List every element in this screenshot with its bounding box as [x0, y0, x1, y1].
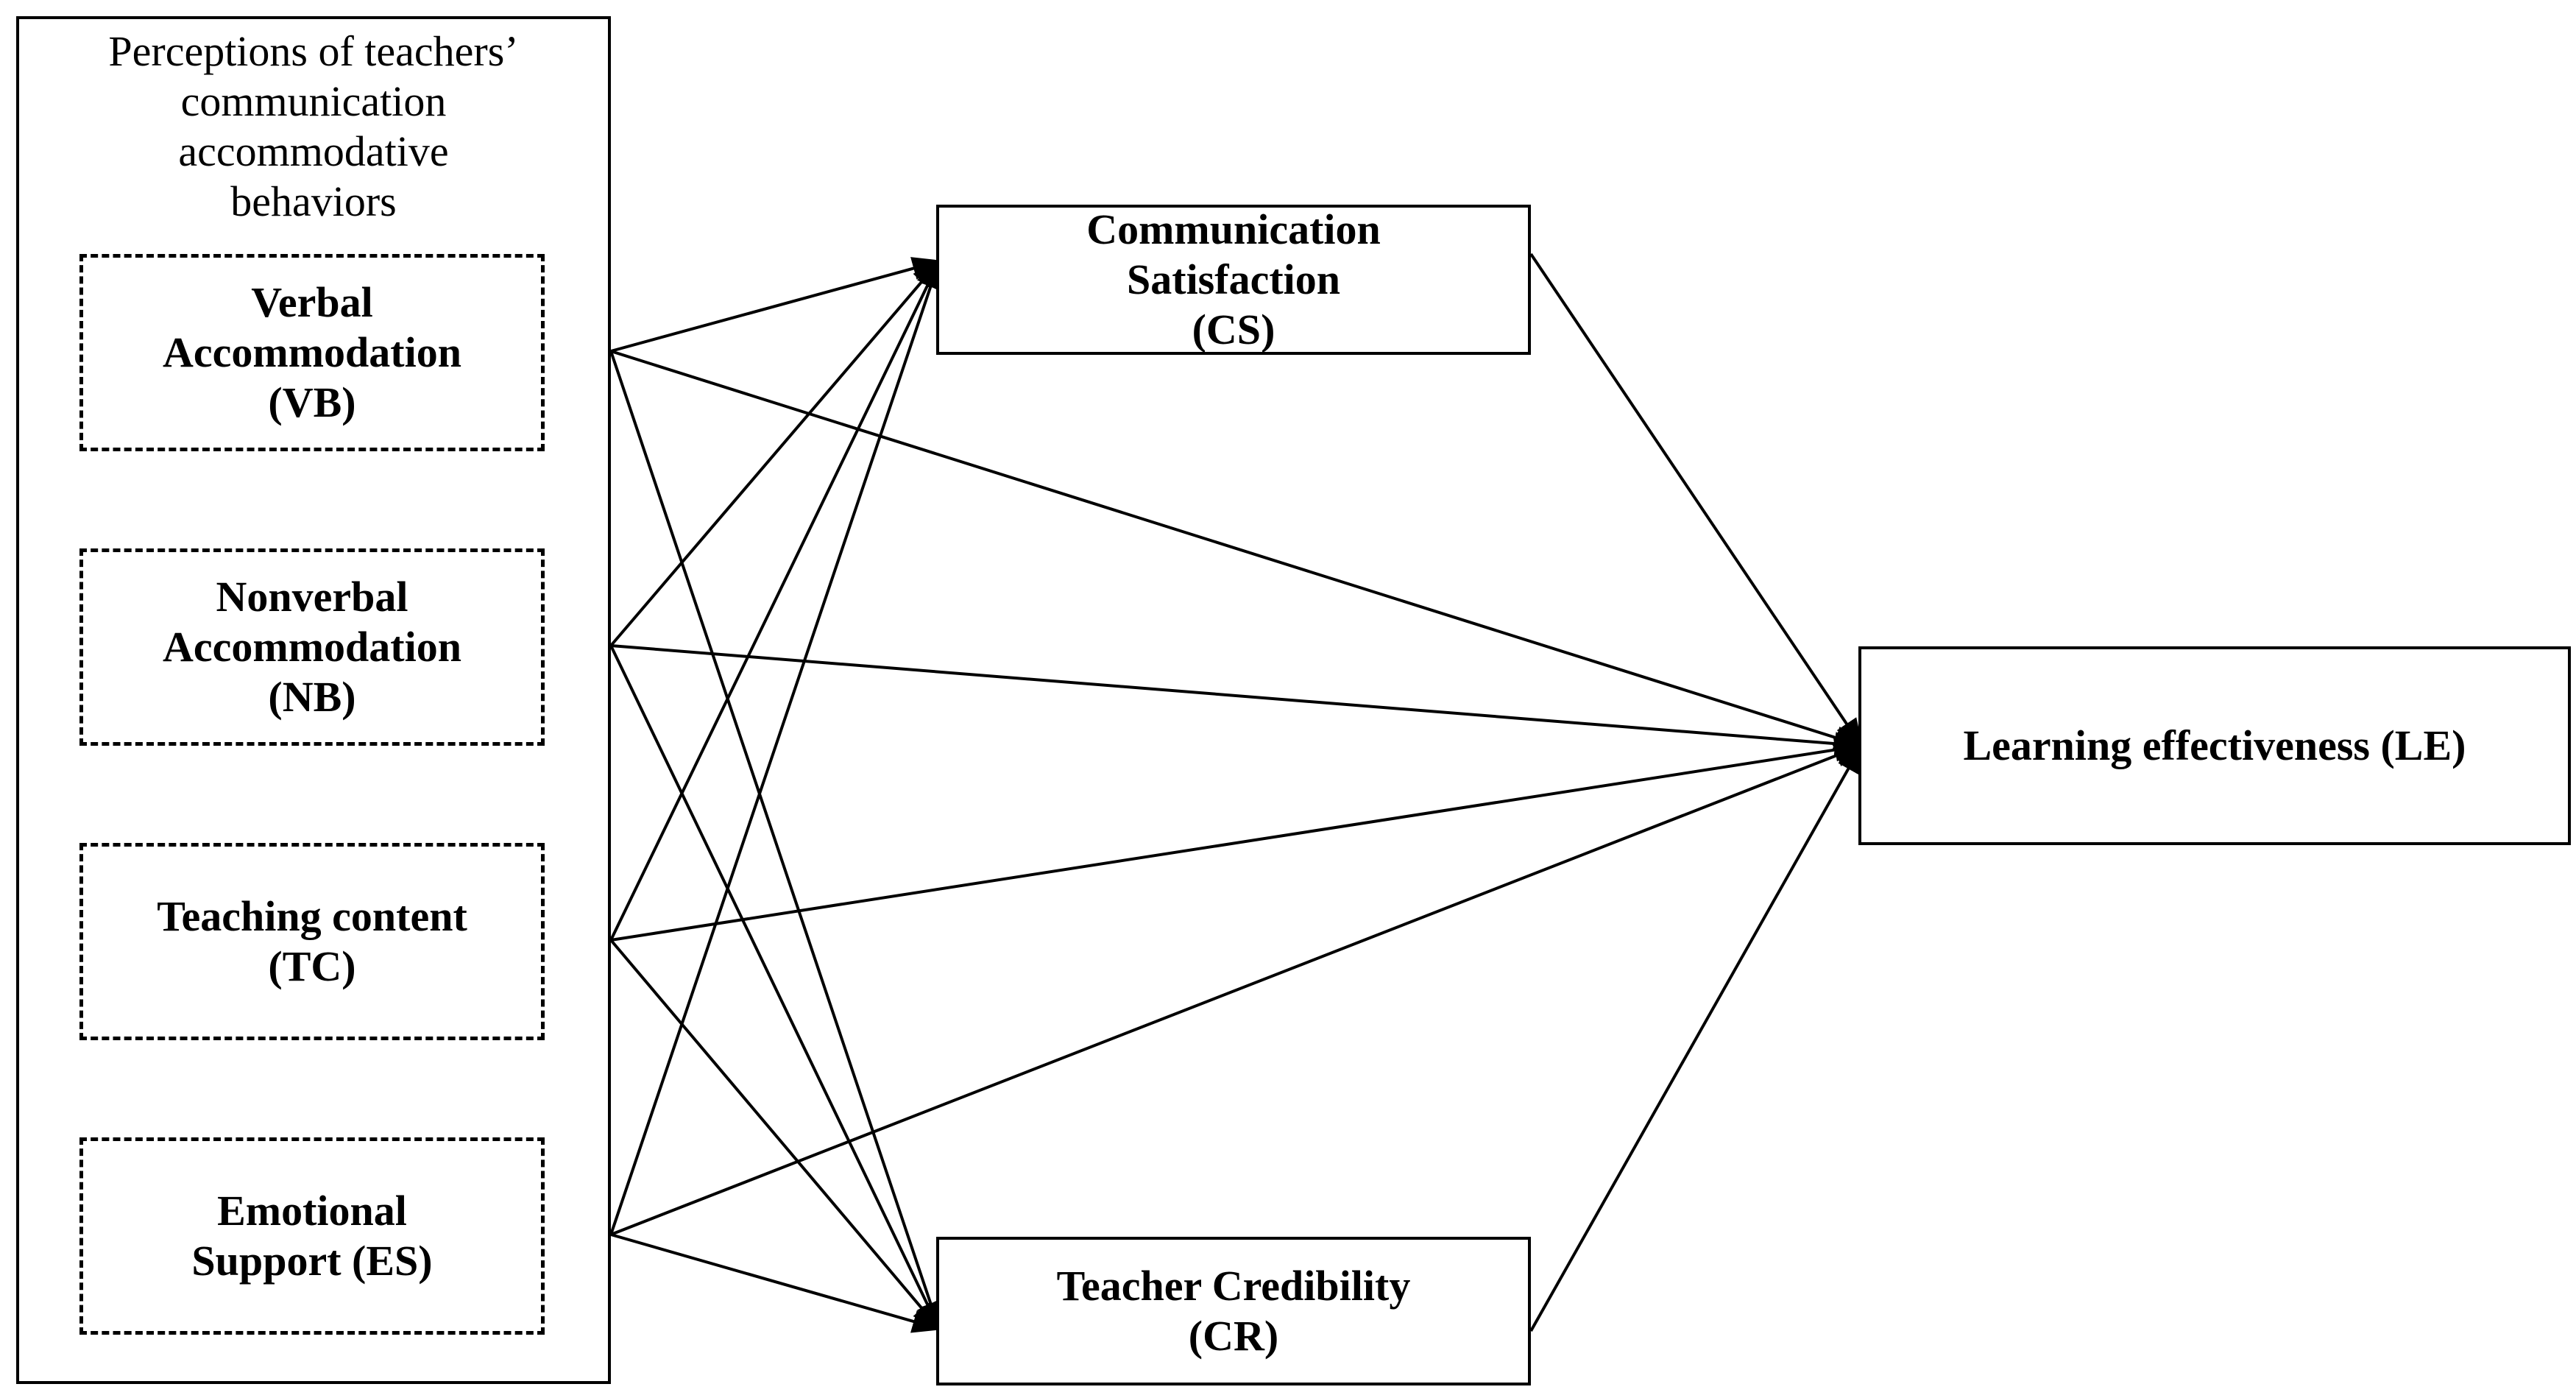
- node-emotional-support: Emotional Support (ES): [79, 1137, 545, 1335]
- node-label-line: (NB): [268, 673, 356, 721]
- node-label-line: Satisfaction: [1127, 255, 1340, 303]
- node-label-line: Accommodation: [163, 623, 461, 671]
- node-label-line: Verbal: [251, 278, 373, 326]
- node-label-line: Nonverbal: [216, 573, 408, 621]
- node-teaching-content: Teaching content (TC): [79, 843, 545, 1040]
- node-learning-effectiveness: Learning effectiveness (LE): [1858, 646, 2571, 845]
- node-label-line: (CR): [1188, 1312, 1279, 1360]
- arrow-tc-to-le: [610, 738, 1864, 942]
- group-title-line: behaviors: [230, 177, 397, 225]
- arrow-nb-to-le: [610, 644, 1864, 756]
- arrow-es-to-cs: [609, 258, 942, 1235]
- arrow-cs-to-le: [1529, 253, 1864, 749]
- node-label-line: (CS): [1192, 306, 1275, 353]
- arrow-nb-to-cr: [609, 645, 941, 1332]
- node-label-line: (VB): [268, 378, 356, 426]
- node-communication-satisfaction: Communication Satisfaction (CS): [936, 205, 1531, 355]
- arrow-nb-to-cs: [609, 258, 941, 647]
- group-title-line: Perceptions of teachers’: [108, 27, 519, 75]
- node-label-line: Accommodation: [163, 328, 461, 376]
- node-teacher-credibility: Teacher Credibility (CR): [936, 1237, 1531, 1385]
- group-title-line: accommodative: [178, 127, 449, 175]
- arrow-tc-to-cs: [609, 258, 941, 941]
- arrow-vb-to-cr: [609, 350, 942, 1332]
- node-label-line: Learning effectiveness (LE): [1963, 721, 2466, 769]
- node-nonverbal-accommodation: Nonverbal Accommodation (NB): [79, 548, 545, 746]
- arrow-tc-to-cr: [609, 939, 941, 1332]
- arrow-vb-to-cs: [610, 257, 942, 353]
- node-verbal-accommodation: Verbal Accommodation (VB): [79, 254, 545, 451]
- arrow-vb-to-le: [610, 350, 1864, 749]
- arrow-cr-to-le: [1529, 743, 1863, 1332]
- node-label-line: Emotional: [217, 1187, 407, 1235]
- node-label-line: Communication: [1086, 205, 1381, 253]
- node-label-line: Teaching content: [157, 892, 467, 940]
- group-title-line: communication: [180, 77, 447, 125]
- arrow-es-to-cr: [610, 1233, 942, 1333]
- node-label-line: (TC): [268, 942, 356, 990]
- arrow-es-to-le: [610, 744, 1864, 1236]
- edge-group: [609, 253, 1864, 1333]
- node-label-line: Support (ES): [191, 1237, 433, 1285]
- group-title: Perceptions of teachers’ communication a…: [19, 27, 608, 227]
- node-label-line: Teacher Credibility: [1056, 1262, 1411, 1310]
